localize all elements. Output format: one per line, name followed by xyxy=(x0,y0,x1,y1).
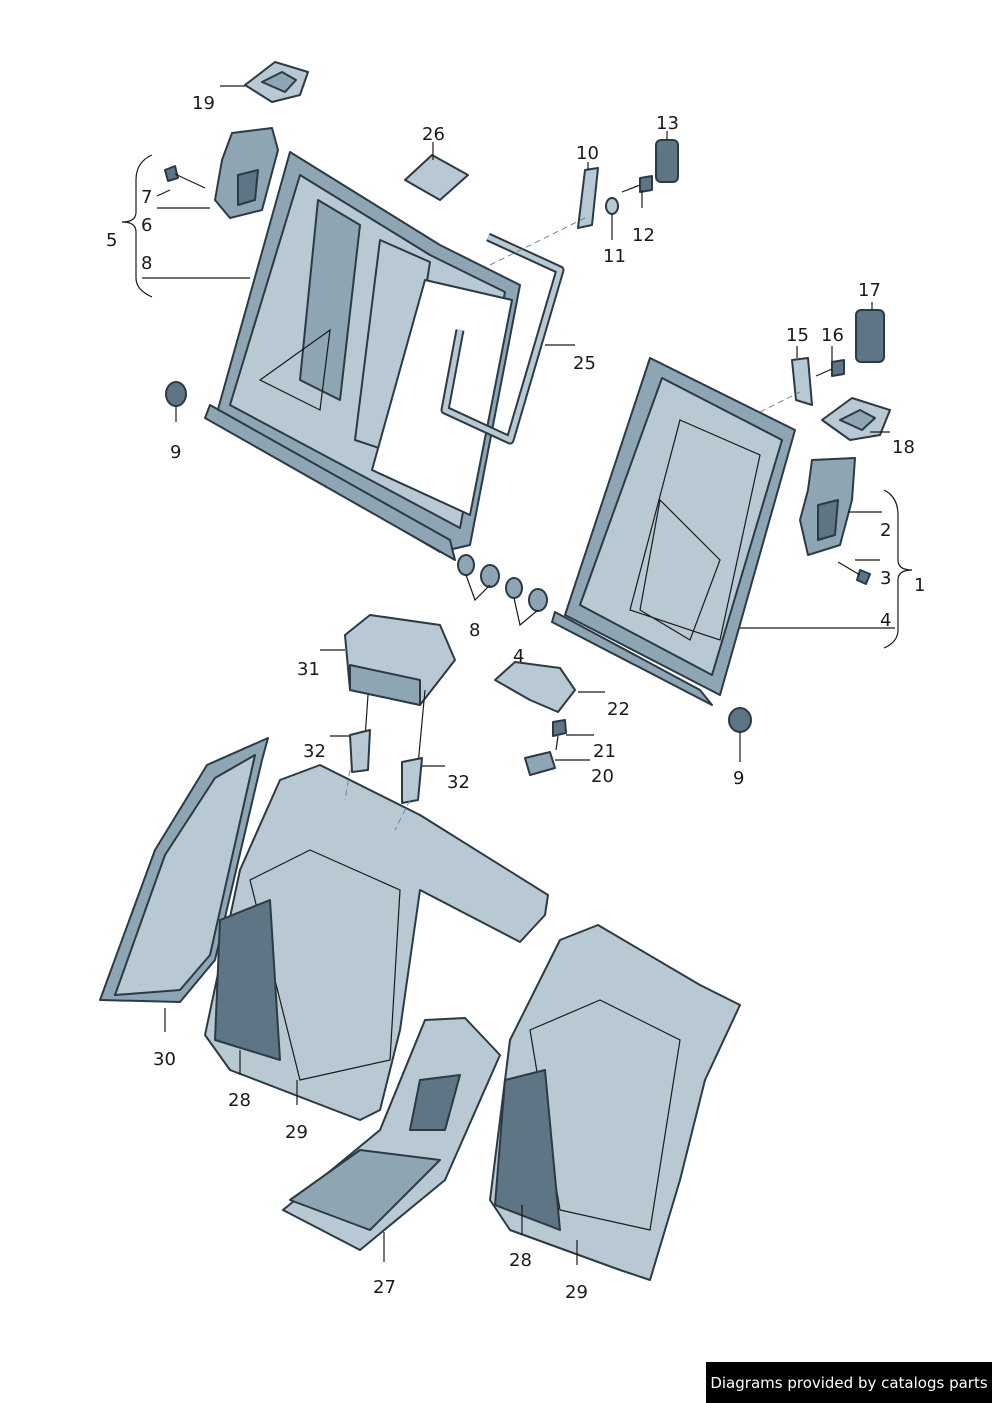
bushings-8 xyxy=(457,554,548,612)
label-32-left: 32 xyxy=(303,741,326,762)
label-9-right: 9 xyxy=(733,768,744,789)
label-7: 7 xyxy=(141,187,152,208)
cap-9-right xyxy=(728,707,752,733)
label-10: 10 xyxy=(576,143,599,164)
label-32-right: 32 xyxy=(447,772,470,793)
grip-19 xyxy=(244,61,309,103)
washer-11 xyxy=(605,197,619,215)
label-21: 21 xyxy=(593,741,616,762)
label-2: 2 xyxy=(880,520,891,541)
guide-32-right xyxy=(401,757,423,804)
guide-32-left xyxy=(349,729,371,773)
label-4-center: 4 xyxy=(513,646,524,667)
bolt-12 xyxy=(621,175,653,193)
trim-22 xyxy=(494,661,576,713)
label-13: 13 xyxy=(656,113,679,134)
label-22: 22 xyxy=(607,699,630,720)
label-31: 31 xyxy=(297,659,320,680)
brace-1 xyxy=(883,489,913,649)
label-29-right: 29 xyxy=(565,1282,588,1303)
label-4-right: 4 xyxy=(880,610,891,631)
cap-13 xyxy=(655,139,679,183)
clip-20 xyxy=(524,751,556,776)
label-18: 18 xyxy=(892,437,915,458)
credit-banner: Diagrams provided by catalogs parts xyxy=(706,1362,992,1403)
label-3: 3 xyxy=(880,568,891,589)
label-28-left: 28 xyxy=(228,1090,251,1111)
label-28-right: 28 xyxy=(509,1250,532,1271)
grip-18 xyxy=(821,397,891,441)
brace-5 xyxy=(121,154,153,298)
label-15: 15 xyxy=(786,325,809,346)
right-backrest-frame xyxy=(551,357,796,706)
leader-lines xyxy=(142,85,895,1265)
side-panel-30 xyxy=(99,737,269,1003)
label-1: 1 xyxy=(914,575,925,596)
label-6: 6 xyxy=(141,215,152,236)
armrest-27 xyxy=(282,1017,501,1251)
guide-lines xyxy=(344,217,801,831)
label-11: 11 xyxy=(603,246,626,267)
label-29-left: 29 xyxy=(285,1122,308,1143)
labels: 19 26 10 13 7 6 5 8 12 11 25 9 17 15 16 … xyxy=(106,93,925,1303)
left-backrest-frame xyxy=(204,151,521,561)
bolt-7 xyxy=(164,165,206,189)
hinge-right xyxy=(799,457,856,556)
label-27: 27 xyxy=(373,1277,396,1298)
label-25: 25 xyxy=(573,353,596,374)
label-20: 20 xyxy=(591,766,614,787)
label-16: 16 xyxy=(821,325,844,346)
cap-17 xyxy=(855,309,885,363)
bracket-15 xyxy=(791,357,813,406)
cap-9-left xyxy=(165,381,187,407)
headrest-31 xyxy=(344,614,456,766)
hinge-left xyxy=(214,127,279,219)
label-5: 5 xyxy=(106,230,117,251)
label-12: 12 xyxy=(632,225,655,246)
bracket-10 xyxy=(577,167,599,229)
backrest-cover-left xyxy=(204,764,549,1121)
cover-26 xyxy=(404,154,469,201)
label-8-top: 8 xyxy=(141,253,152,274)
screw-21 xyxy=(552,719,567,751)
label-19: 19 xyxy=(192,93,215,114)
bolt-3 xyxy=(837,561,871,585)
bolt-16 xyxy=(815,359,845,377)
label-17: 17 xyxy=(858,280,881,301)
label-9-left: 9 xyxy=(170,442,181,463)
label-30: 30 xyxy=(153,1049,176,1070)
label-8-bottom: 8 xyxy=(469,620,480,641)
label-26: 26 xyxy=(422,124,445,145)
frame-bracket xyxy=(440,232,565,445)
backrest-cover-right xyxy=(489,924,741,1281)
